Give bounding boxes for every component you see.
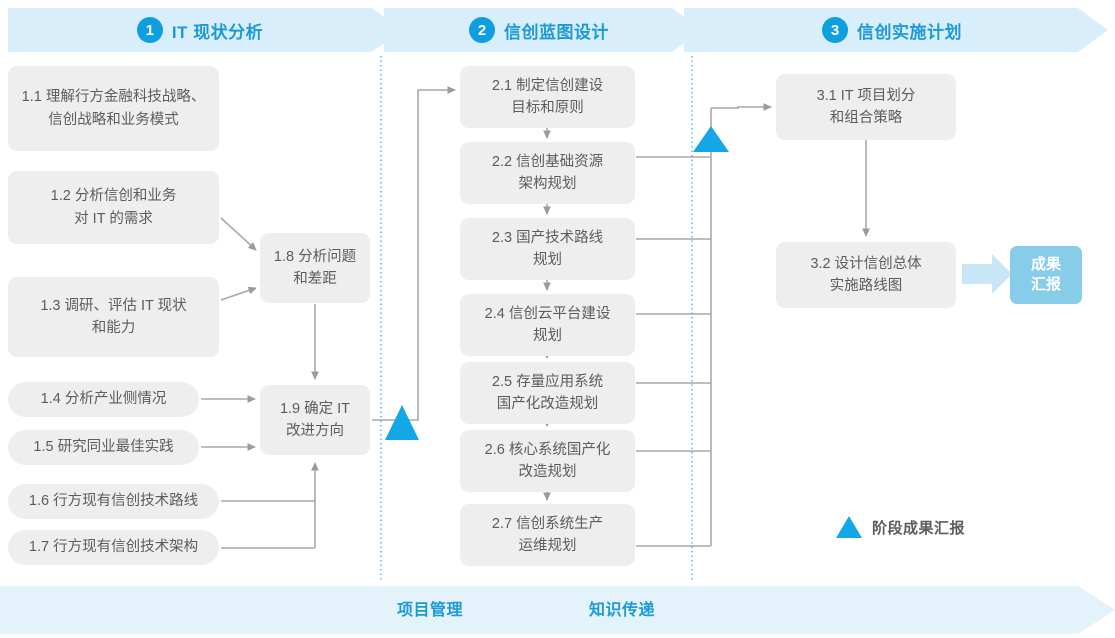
task-box-1-7[interactable]: 1.7 行方现有信创技术架构 <box>8 530 219 565</box>
phase-number-2: 2 <box>469 17 495 43</box>
phase-header-3[interactable]: 3 信创实施计划 <box>684 8 1108 52</box>
bottom-label-knowledge-transfer: 知识传递 <box>589 602 656 619</box>
result-badge[interactable]: 成果 汇报 <box>1010 246 1082 304</box>
task-box-2-3[interactable]: 2.3 国产技术路线 规划 <box>460 218 635 280</box>
legend-label: 阶段成果汇报 <box>872 519 966 537</box>
task-box-2-1[interactable]: 2.1 制定信创建设 目标和原则 <box>460 66 635 128</box>
phase-label-1: IT 现状分析 <box>171 22 264 42</box>
phase-label-2: 信创蓝图设计 <box>504 22 609 42</box>
task-box-2-6[interactable]: 2.6 核心系统国产化 改造规划 <box>460 430 635 492</box>
stage-triangle-phase2 <box>693 126 729 152</box>
task-box-1-8[interactable]: 1.8 分析问题 和差距 <box>260 233 370 303</box>
task-box-1-9[interactable]: 1.9 确定 IT 改进方向 <box>260 385 370 455</box>
task-box-1-1[interactable]: 1.1 理解行方金融科技战略、 信创战略和业务模式 <box>8 66 219 151</box>
phase-label-3: 信创实施计划 <box>857 22 962 42</box>
task-box-1-2[interactable]: 1.2 分析信创和业务 对 IT 的需求 <box>8 171 219 244</box>
task-box-3-2[interactable]: 3.2 设计信创总体 实施路线图 <box>776 242 956 308</box>
task-box-1-6[interactable]: 1.6 行方现有信创技术路线 <box>8 484 219 519</box>
task-box-1-4[interactable]: 1.4 分析产业侧情况 <box>8 382 199 417</box>
task-box-1-5[interactable]: 1.5 研究同业最佳实践 <box>8 430 199 465</box>
phase-header-1[interactable]: 1 IT 现状分析 <box>8 8 400 52</box>
task-box-1-3[interactable]: 1.3 调研、评估 IT 现状 和能力 <box>8 277 219 357</box>
task-box-2-7[interactable]: 2.7 信创系统生产 运维规划 <box>460 504 635 566</box>
phase-header-2[interactable]: 2 信创蓝图设计 <box>384 8 702 52</box>
task-box-2-5[interactable]: 2.5 存量应用系统 国产化改造规划 <box>460 362 635 424</box>
task-box-3-1[interactable]: 3.1 IT 项目划分 和组合策略 <box>776 74 956 140</box>
phase-number-1: 1 <box>136 17 163 43</box>
task-box-2-2[interactable]: 2.2 信创基础资源 架构规划 <box>460 142 635 204</box>
task-box-2-4[interactable]: 2.4 信创云平台建设 规划 <box>460 294 635 356</box>
phase-number-3: 3 <box>822 17 848 43</box>
triangle-icon <box>836 516 862 538</box>
legend-stage-result: 阶段成果汇报 <box>836 516 965 538</box>
bottom-label-project-management: 项目管理 <box>397 602 464 619</box>
stage-triangle-phase1 <box>385 405 419 440</box>
